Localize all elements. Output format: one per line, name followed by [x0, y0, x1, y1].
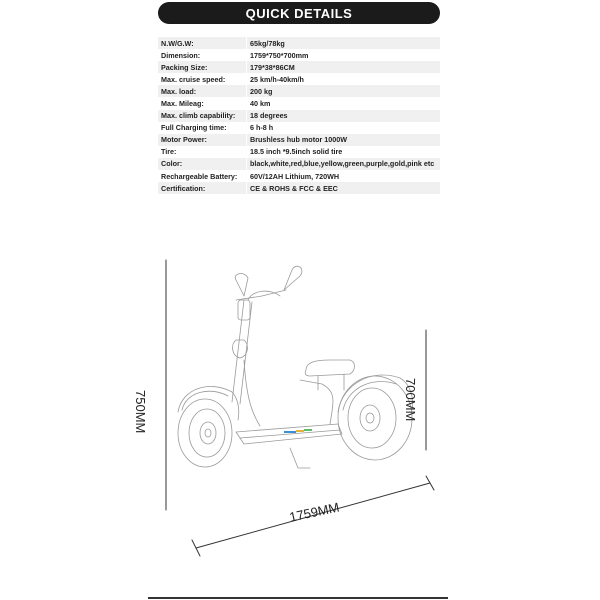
- spec-value: 179*38*86CM: [246, 61, 440, 74]
- spec-row: Tire:18.5 inch *9.5inch solid tire: [158, 145, 440, 158]
- spec-value: Brushless hub motor 1000W: [246, 133, 440, 146]
- spec-key: Dimension:: [158, 49, 247, 62]
- steering-column: [231, 299, 253, 405]
- spec-key: Max. cruise speed:: [158, 73, 247, 86]
- footboard: [235, 423, 343, 445]
- spec-key: Tire:: [158, 145, 247, 158]
- front-wheel: [177, 398, 233, 468]
- spec-key: Certification:: [158, 182, 247, 195]
- front-fender: [177, 386, 240, 421]
- spec-key: Full Charging time:: [158, 121, 247, 134]
- spec-row: Full Charging time:6 h-8 h: [158, 121, 440, 134]
- spec-row: Max. cruise speed:25 km/h-40km/h: [158, 73, 440, 86]
- spec-key: Max. Mileag:: [158, 97, 247, 110]
- left-mirror: [234, 273, 249, 297]
- spec-key: Motor Power:: [158, 133, 247, 146]
- spec-value: CE & ROHS & FCC & EEC: [246, 182, 440, 195]
- rear-fender: [337, 374, 413, 413]
- spec-row: Rechargeable Battery:60V/12AH Lithium, 7…: [158, 170, 440, 183]
- spec-key: Packing Size:: [158, 61, 247, 74]
- bottom-divider: [148, 597, 448, 599]
- handlebar: [235, 290, 281, 301]
- spec-value: 1759*750*700mm: [246, 49, 440, 62]
- spec-value: black,white,red,blue,yellow,green,purple…: [246, 157, 440, 171]
- length-left-tick: [191, 539, 201, 557]
- rear-wheel: [337, 375, 413, 461]
- spec-row: Packing Size:179*38*86CM: [158, 61, 440, 74]
- spec-value: 18.5 inch *9.5inch solid tire: [246, 145, 440, 158]
- right-mirror: [283, 265, 303, 291]
- spec-value: 65kg/78kg: [246, 37, 440, 50]
- spec-key: Rechargeable Battery:: [158, 170, 247, 183]
- spec-row: N.W/G.W:65kg/78kg: [158, 37, 440, 50]
- height-dimension-label: 750MM: [133, 390, 148, 434]
- spec-value: 40 km: [246, 97, 440, 110]
- seat: [304, 359, 355, 377]
- body-frame: [243, 359, 334, 427]
- spec-value: 25 km/h-40km/h: [246, 73, 440, 86]
- kickstand: [289, 447, 311, 469]
- spec-row: Max. Mileag:40 km: [158, 97, 440, 110]
- deck-stripe: [284, 429, 312, 433]
- spec-value: 200 kg: [246, 85, 440, 98]
- spec-row: Max. load:200 kg: [158, 85, 440, 98]
- length-right-tick: [425, 475, 435, 491]
- spec-key: Color:: [158, 157, 247, 171]
- spec-value: 6 h-8 h: [246, 121, 440, 134]
- length-dimension-line: [195, 482, 431, 549]
- header-title: QUICK DETAILS: [245, 5, 353, 21]
- spec-row: Motor Power:Brushless hub motor 1000W: [158, 133, 440, 146]
- spec-key: N.W/G.W:: [158, 37, 247, 50]
- seat-height-dimension-label: 700MM: [403, 378, 418, 422]
- spec-value: 18 degrees: [246, 109, 440, 122]
- spec-row: Dimension:1759*750*700mm: [158, 49, 440, 62]
- spec-value: 60V/12AH Lithium, 720WH: [246, 170, 440, 183]
- quick-details-header: QUICK DETAILS: [158, 2, 440, 24]
- spec-row: Max. climb capability:18 degrees: [158, 109, 440, 122]
- spec-row: Color:black,white,red,blue,yellow,green,…: [158, 157, 440, 171]
- spec-key: Max. load:: [158, 85, 247, 98]
- spec-key: Max. climb capability:: [158, 109, 247, 122]
- spec-row: Certification:CE & ROHS & FCC & EEC: [158, 182, 440, 195]
